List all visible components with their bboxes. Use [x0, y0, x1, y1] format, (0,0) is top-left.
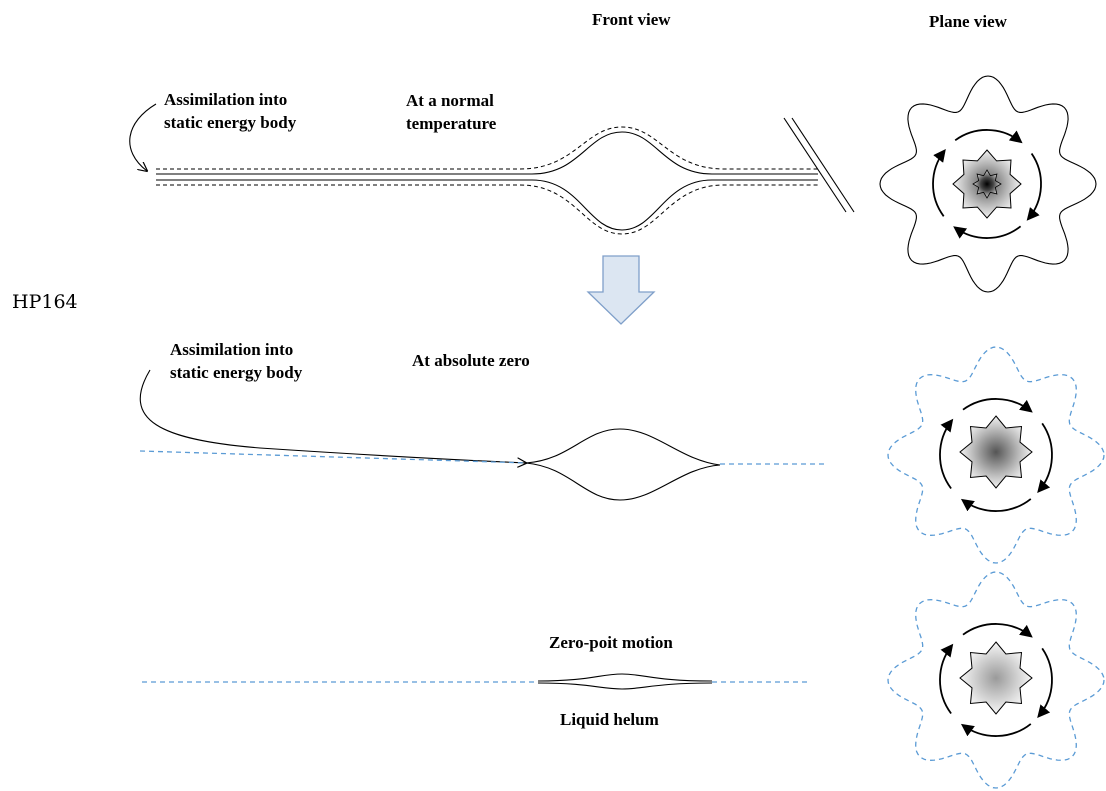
front-view-header: Front view	[592, 10, 671, 29]
rotation-arrow	[962, 398, 1033, 413]
row2-assimilation-line2: static energy body	[170, 363, 303, 382]
row3-zero-point-label: Zero-poit motion	[549, 633, 673, 652]
row1-plane-view	[879, 75, 1097, 293]
transition-down-arrow	[586, 255, 656, 325]
row1-wall	[783, 117, 855, 213]
rotation-arrow	[939, 418, 954, 490]
row3-plane-view	[887, 571, 1105, 789]
rotation-arrow	[962, 623, 1033, 638]
rotation-arrow	[1026, 152, 1042, 221]
row2-plane-view	[887, 346, 1105, 564]
row2-assimilation-line1: Assimilation into	[170, 340, 293, 359]
row1-assimilation-line1: Assimilation into	[164, 90, 287, 109]
rotation-arrow	[939, 643, 954, 715]
plane-view-header: Plane view	[929, 12, 1008, 31]
row1-curved-arrow	[129, 103, 157, 171]
figure-id-label: HP164	[12, 291, 78, 313]
rotation-arrow	[1037, 647, 1053, 719]
rotation-arrow	[960, 498, 1032, 512]
row1-condition-line1: At a normal	[406, 91, 494, 110]
row2-front-view-wave	[139, 428, 826, 501]
rotation-arrow	[1037, 422, 1053, 494]
row1-assimilation-line2: static energy body	[164, 113, 297, 132]
row3-front-view-wave	[142, 673, 808, 690]
rotation-arrow	[954, 129, 1023, 144]
row1-condition-line2: temperature	[406, 114, 497, 133]
rotation-arrow	[953, 225, 1022, 239]
row1-front-view-wave	[156, 126, 818, 235]
rotation-arrow	[932, 149, 946, 217]
row2-condition: At absolute zero	[412, 351, 530, 370]
row3-liquid-helium-label: Liquid helum	[560, 710, 659, 729]
rotation-arrow	[960, 723, 1032, 737]
row2-curved-arrow	[139, 369, 526, 463]
